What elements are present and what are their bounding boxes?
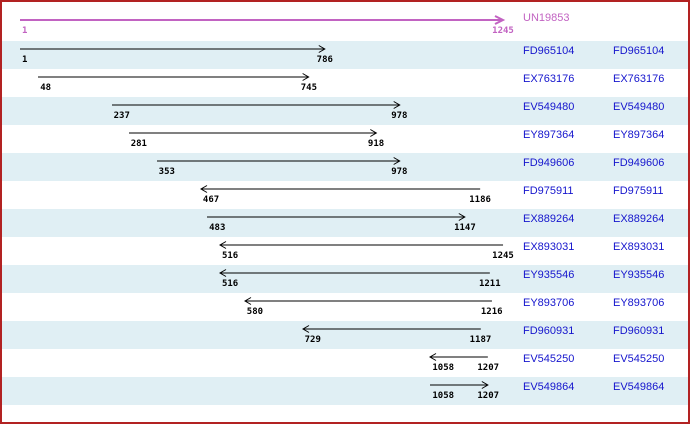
read-end-coord: 1186 [469, 195, 491, 205]
read-accession-link-2[interactable]: EY897364 [613, 129, 665, 141]
alignment-row: 516 1211 EY935546 EY935546 [2, 265, 688, 293]
read-accession-link[interactable]: EV549480 [523, 101, 575, 113]
read-start-coord: 1058 [432, 391, 455, 401]
alignment-row: 353 978 FD949606 FD949606 [2, 153, 688, 181]
read-accession-link[interactable]: FD965104 [523, 45, 575, 57]
read-accession-link-2[interactable]: EX893031 [613, 241, 665, 253]
read-start-coord: 516 [221, 251, 239, 261]
read-end-coord: 1216 [480, 307, 503, 317]
read-accession-link[interactable]: EV545250 [523, 353, 575, 365]
read-end-coord: 978 [391, 111, 408, 121]
read-accession-link[interactable]: FD960931 [523, 325, 575, 337]
read-accession-link[interactable]: EX893031 [523, 241, 575, 253]
alignment-row: 483 1147 EX889264 EX889264 [2, 209, 688, 237]
read-start-coord: 1 [22, 55, 28, 65]
read-accession-link[interactable]: EX889264 [523, 213, 575, 225]
read-accession-link[interactable]: EX763176 [523, 73, 575, 85]
consensus-header: 1 1245 UN19853 [2, 2, 688, 41]
read-end-coord: 1147 [454, 223, 476, 233]
consensus-end-coord: 1245 [492, 26, 514, 36]
read-arrow [199, 185, 481, 193]
read-accession-link[interactable]: EY893706 [523, 297, 575, 309]
read-accession-link-2[interactable]: EV549864 [613, 381, 665, 393]
read-arrow [218, 269, 490, 277]
read-accession-link-2[interactable]: FD960931 [613, 325, 665, 337]
read-accession-link-2[interactable]: FD949606 [613, 157, 665, 169]
consensus-name: UN19853 [523, 12, 570, 24]
read-arrow [430, 381, 490, 389]
alignment-row: 48 745 EX763176 EX763176 [2, 69, 688, 97]
read-end-coord: 1207 [477, 391, 500, 401]
read-start-coord: 467 [202, 195, 220, 205]
read-start-coord: 580 [246, 307, 264, 317]
read-arrow [20, 45, 326, 53]
alignment-row: 1 786 FD965104 FD965104 [2, 41, 688, 69]
read-accession-link[interactable]: EY897364 [523, 129, 575, 141]
read-accession-link-2[interactable]: EV545250 [613, 353, 665, 365]
consensus-arrow [20, 15, 506, 25]
read-accession-link-2[interactable]: EY893706 [613, 297, 665, 309]
alignment-row: 1058 1207 EV549864 EV549864 [2, 377, 688, 405]
read-accession-link-2[interactable]: EX763176 [613, 73, 665, 85]
consensus-start-coord: 1 [22, 26, 28, 36]
read-start-coord: 516 [221, 279, 239, 289]
read-start-coord: 483 [209, 223, 226, 233]
alignment-row: 729 1187 FD960931 FD960931 [2, 321, 688, 349]
read-start-coord: 353 [158, 167, 175, 177]
read-accession-link-2[interactable]: EX889264 [613, 213, 665, 225]
read-accession-link[interactable]: FD949606 [523, 157, 575, 169]
read-arrow [218, 241, 503, 249]
read-end-coord: 1187 [469, 335, 492, 345]
read-end-coord: 745 [300, 83, 317, 93]
read-start-coord: 237 [113, 111, 130, 121]
read-start-coord: 48 [40, 83, 52, 93]
read-start-coord: 281 [130, 139, 147, 149]
read-start-coord: 1058 [432, 363, 455, 373]
read-start-coord: 729 [304, 335, 321, 345]
read-accession-link[interactable]: FD975911 [523, 185, 574, 197]
read-end-coord: 1245 [492, 251, 514, 261]
read-arrow [429, 353, 489, 361]
read-accession-link-2[interactable]: FD975911 [613, 185, 664, 197]
read-end-coord: 1207 [477, 363, 500, 373]
read-arrow [243, 297, 492, 305]
alignment-row: 516 1245 EX893031 EX893031 [2, 237, 688, 265]
read-end-coord: 918 [367, 139, 385, 149]
read-arrow [301, 325, 481, 333]
read-arrow [111, 101, 401, 109]
read-accession-link[interactable]: EV549864 [523, 381, 575, 393]
alignment-row: 237 978 EV549480 EV549480 [2, 97, 688, 125]
read-end-coord: 978 [391, 167, 408, 177]
read-accession-link-2[interactable]: FD965104 [613, 45, 665, 57]
read-accession-link-2[interactable]: EY935546 [613, 269, 665, 281]
alignment-row: 281 918 EY897364 EY897364 [2, 125, 688, 153]
read-arrow [128, 129, 378, 137]
read-arrow [38, 73, 310, 81]
read-accession-link[interactable]: EY935546 [523, 269, 575, 281]
read-end-coord: 1211 [478, 279, 501, 289]
read-arrow [207, 213, 466, 221]
alignment-row: 467 1186 FD975911 FD975911 [2, 181, 688, 209]
read-accession-link-2[interactable]: EV549480 [613, 101, 665, 113]
alignment-row: 1058 1207 EV545250 EV545250 [2, 349, 688, 377]
alignment-row: 580 1216 EY893706 EY893706 [2, 293, 688, 321]
read-arrow [156, 157, 401, 165]
read-end-coord: 786 [316, 55, 333, 65]
